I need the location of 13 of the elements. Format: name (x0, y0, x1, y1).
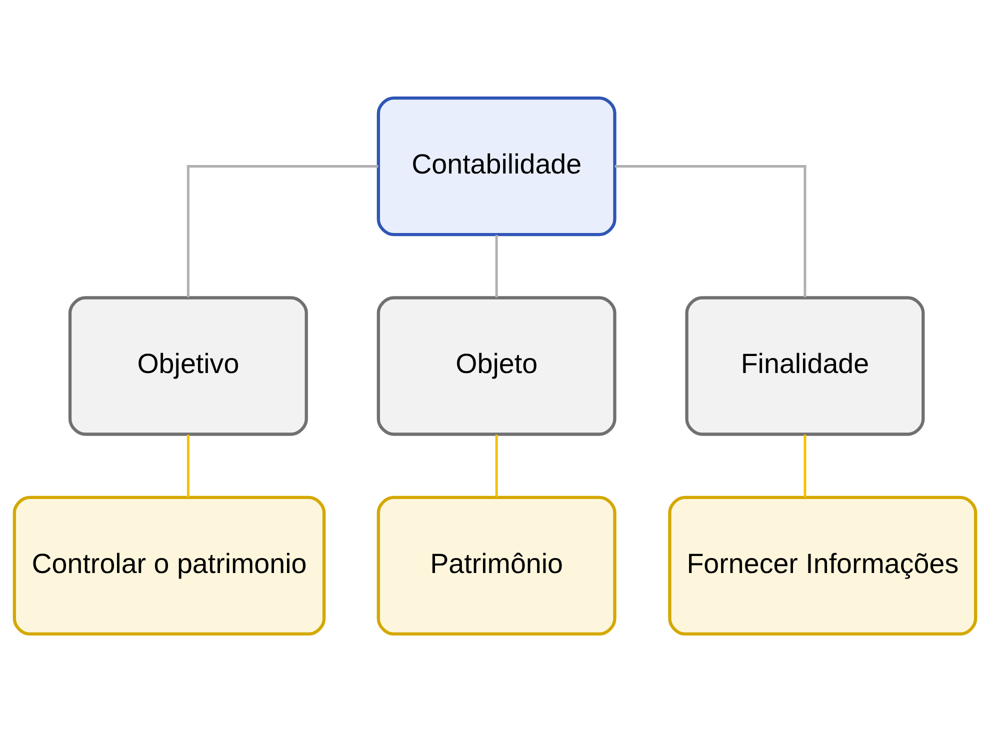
node-box: Finalidade (684, 296, 924, 436)
connector (186, 164, 378, 297)
connector (614, 164, 806, 297)
node-box: Controlar o patrimonio (12, 495, 326, 636)
node-box: Contabilidade (376, 96, 616, 236)
connector (494, 234, 498, 297)
connector (494, 434, 498, 497)
connector (803, 434, 806, 497)
connector (186, 434, 189, 497)
node-box: Objetivo (68, 296, 308, 436)
node-box: Patrimônio (376, 495, 616, 636)
node-box: Objeto (376, 296, 616, 436)
node-box: Fornecer Informações (668, 495, 977, 636)
